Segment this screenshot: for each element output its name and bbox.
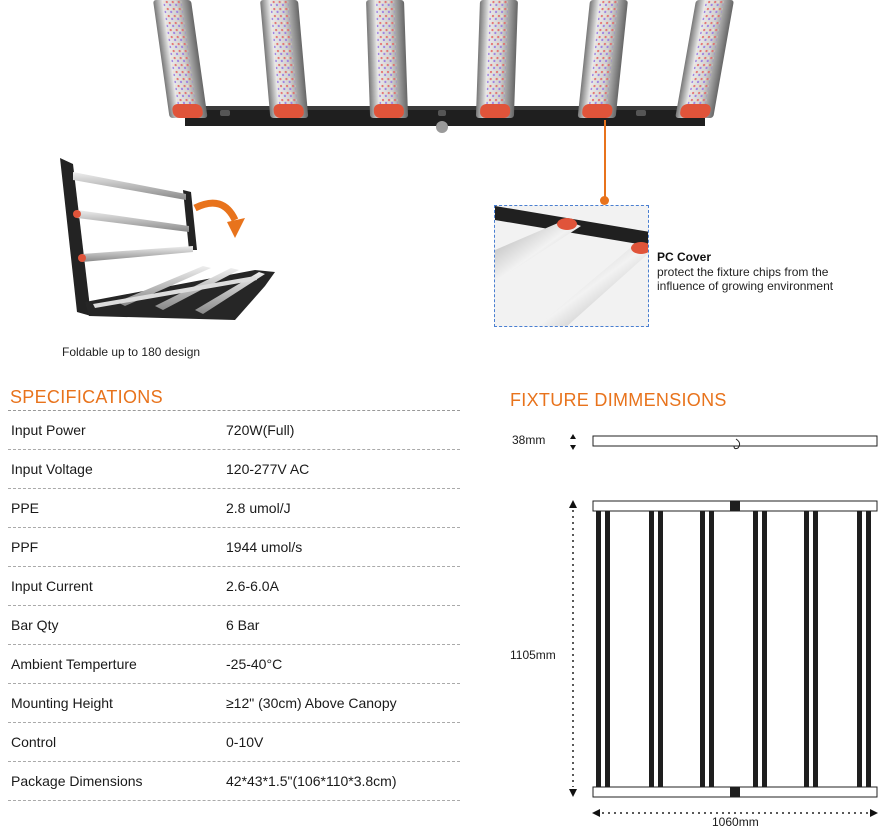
length-label: 1105mm [510, 648, 556, 662]
spec-row-package-dimensions: Package Dimensions 42*43*1.5"(106*110*3.… [8, 762, 460, 801]
dimension-drawing [569, 434, 878, 817]
fold-caption: Foldable up to 180 design [62, 345, 201, 359]
spec-label: Mounting Height [11, 695, 113, 711]
dimensions-title: FIXTURE DIMMENSIONS [510, 390, 727, 410]
fixture-hero-image [153, 0, 734, 133]
spec-label: Input Voltage [11, 461, 93, 477]
spec-value: 42*43*1.5"(106*110*3.8cm) [226, 773, 397, 789]
spec-label: Input Current [11, 578, 93, 594]
pc-cover-desc-line2: influence of growing environment [657, 279, 834, 293]
specifications-divider [8, 410, 460, 411]
spec-row-input-current: Input Current 2.6-6.0A [8, 567, 460, 606]
side-profile [570, 434, 878, 450]
top-view [592, 500, 878, 798]
spec-value: -25-40°C [226, 656, 283, 672]
pc-cover-closeup-image [495, 206, 648, 326]
length-dimension-arrow [569, 500, 577, 797]
spec-value: 2.8 umol/J [226, 500, 291, 516]
callout-line [604, 120, 606, 200]
spec-row-ppf: PPF 1944 umol/s [8, 528, 460, 567]
height-label: 38mm [512, 433, 546, 447]
spec-label: Ambient Temperture [11, 656, 137, 672]
spec-value: 6 Bar [226, 617, 260, 633]
spec-row-ambient-temperature: Ambient Temperture -25-40°C [8, 645, 460, 684]
foldable-fixture-image [60, 158, 275, 320]
pc-cover-title: PC Cover [657, 250, 712, 264]
callout-dot [600, 196, 609, 205]
spec-value: 0-10V [226, 734, 264, 750]
specifications-table: Input Power 720W(Full) Input Voltage 120… [8, 411, 460, 801]
spec-label: PPF [11, 539, 39, 555]
pc-cover-description: protect the fixture chips from the influ… [657, 265, 877, 293]
spec-value: 2.6-6.0A [226, 578, 279, 594]
hero-bars [153, 0, 734, 118]
spec-value: ≥12" (30cm) Above Canopy [226, 695, 397, 711]
pc-cover-closeup [494, 205, 649, 327]
pc-cover-desc-line1: protect the fixture chips from the [657, 265, 829, 279]
width-label: 1060mm [712, 815, 759, 829]
spec-label: Control [11, 734, 57, 750]
spec-value: 720W(Full) [226, 422, 295, 438]
spec-row-bar-qty: Bar Qty 6 Bar [8, 606, 460, 645]
spec-row-input-voltage: Input Voltage 120-277V AC [8, 450, 460, 489]
width-dimension-arrow [592, 809, 878, 817]
spec-row-input-power: Input Power 720W(Full) [8, 411, 460, 450]
spec-label: Bar Qty [11, 617, 59, 633]
spec-value: 120-277V AC [226, 461, 310, 477]
specifications-title: SPECIFICATIONS [10, 387, 163, 407]
spec-row-mounting-height: Mounting Height ≥12" (30cm) Above Canopy [8, 684, 460, 723]
spec-row-control: Control 0-10V [8, 723, 460, 762]
spec-row-ppe: PPE 2.8 umol/J [8, 489, 460, 528]
spec-value: 1944 umol/s [226, 539, 303, 555]
spec-label: PPE [11, 500, 40, 516]
spec-label: Input Power [11, 422, 86, 438]
spec-label: Package Dimensions [11, 773, 143, 789]
